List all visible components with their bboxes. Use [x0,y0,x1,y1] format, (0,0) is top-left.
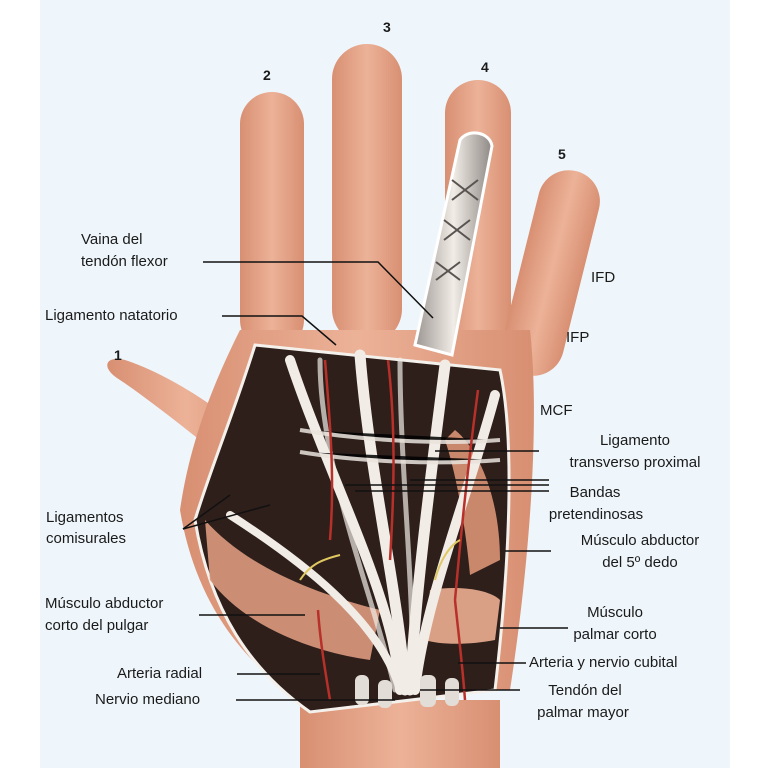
label-ligamento-natatorio: Ligamento natatorio [45,307,178,324]
finger-number-5: 5 [558,146,566,162]
transverse-bands [299,428,501,465]
label-transverso-line1: Ligamento [599,432,671,449]
flexor-tendon-sheath [413,131,494,357]
label-palmar-mayor-line1: Tendón del [548,682,622,699]
finger-number-1: 1 [114,347,122,363]
label-bandas-line1: Bandas [569,484,621,501]
label-comisurales-line2: comisurales [46,530,127,547]
label-nervio-mediano: Nervio mediano [95,691,201,708]
joint-label-ifd: IFD [591,269,616,286]
label-comisurales-line1: Ligamentos [46,509,124,526]
finger-number-3: 3 [383,19,391,35]
arteries [316,359,480,701]
palmaris-brevis-muscle [425,588,500,644]
label-transverso-line2: transverso proximal [569,454,701,471]
nerves [299,539,461,581]
finger-middle [332,44,402,344]
label-abductor-pulgar-line1: Músculo abductor [45,595,164,612]
leader-lines [182,261,568,701]
hypothenar-muscle [445,430,500,575]
finger-number-4: 4 [481,59,489,75]
palmar-aponeurosis [226,349,500,696]
label-vaina-line1: Vaina del [81,231,143,248]
label-arteria-cubital: Arteria y nervio cubital [529,654,678,671]
sheath-pulleys [435,179,479,281]
joint-label-ifp: IFP [566,329,590,346]
label-vaina-line2: tendón flexor [81,253,168,270]
thenar-muscle [205,520,380,660]
finger-little [502,170,600,376]
label-abductor-pulgar-line2: corto del pulgar [45,617,149,634]
label-palmar-mayor-line2: palmar mayor [537,704,629,721]
label-arteria-radial: Arteria radial [117,665,203,682]
joint-label-mcf: MCF [540,402,573,419]
label-bandas-line2: pretendinosas [548,506,644,523]
finger-index [240,92,304,352]
label-abductor-5-line2: del 5º dedo [602,554,678,571]
label-abductor-5-line1: Músculo abductor [580,532,700,549]
wrist-tendons [355,675,459,708]
label-palmar-corto-line2: palmar corto [573,626,657,643]
finger-number-2: 2 [263,67,271,83]
forearm [300,700,500,768]
label-palmar-corto-line1: Músculo [587,604,643,621]
